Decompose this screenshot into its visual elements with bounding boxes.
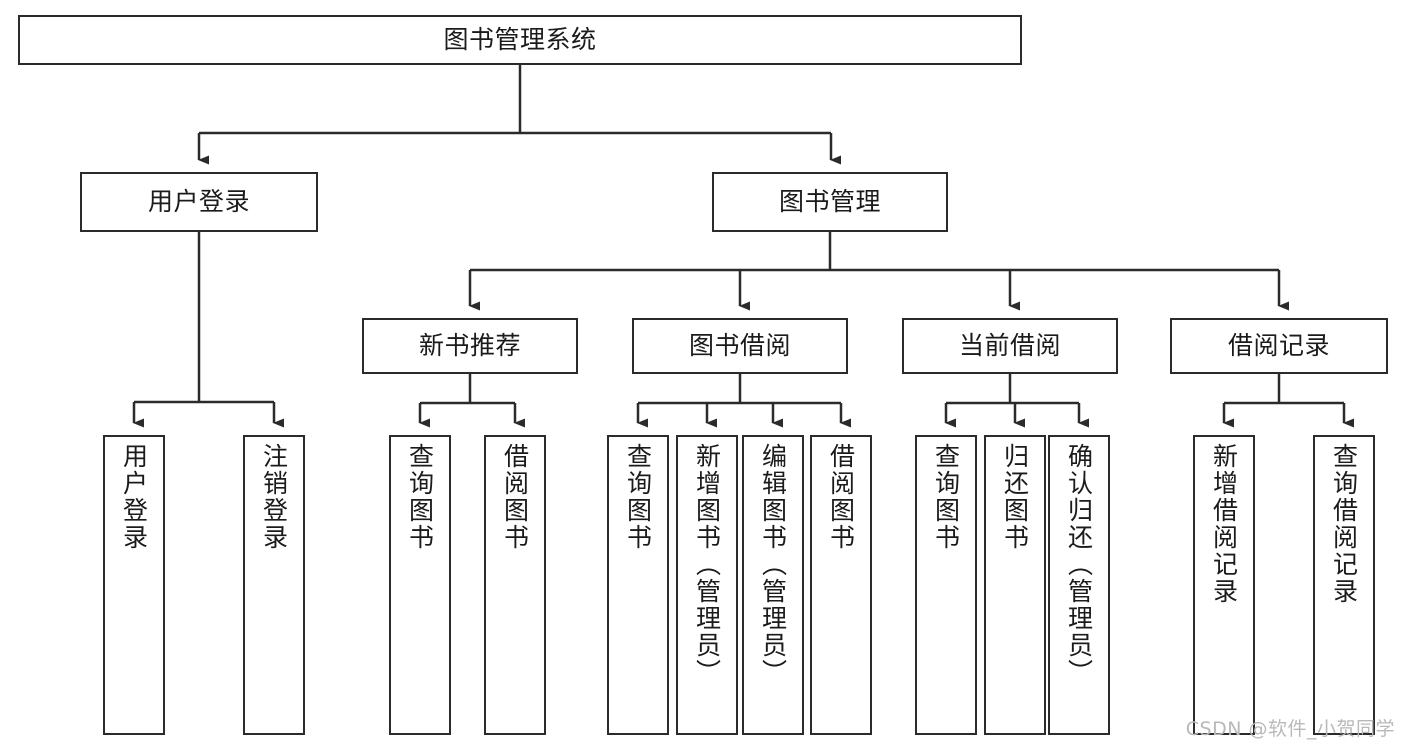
node-book-borrow[interactable]: 图书借阅 [632, 318, 848, 374]
node-leaf-user-login[interactable]: 用户登录 [103, 435, 165, 735]
node-label: 新书推荐 [418, 331, 521, 360]
node-leaf-query-books-current[interactable]: 查询图书 [915, 435, 977, 735]
node-new-book-recommend[interactable]: 新书推荐 [362, 318, 578, 374]
node-label: 借阅记录 [1227, 331, 1330, 360]
node-label: 查询图书 [405, 443, 435, 551]
node-leaf-query-borrow-record[interactable]: 查询借阅记录 [1313, 435, 1375, 735]
node-label: 查询借阅记录 [1329, 443, 1359, 605]
node-label: 归还图书 [1000, 443, 1030, 551]
node-leaf-return-books[interactable]: 归还图书 [984, 435, 1046, 735]
node-label: 编辑图书（管理员） [758, 443, 788, 686]
node-leaf-confirm-return-admin[interactable]: 确认归还（管理员） [1048, 435, 1110, 735]
node-label: 借阅图书 [826, 443, 856, 551]
node-root-system[interactable]: 图书管理系统 [18, 15, 1022, 65]
node-leaf-query-books-recommend[interactable]: 查询图书 [389, 435, 451, 735]
node-book-management[interactable]: 图书管理 [712, 172, 948, 232]
csdn-watermark: CSDN @软件_小贺同学 [1185, 718, 1395, 740]
node-user-login[interactable]: 用户登录 [80, 172, 318, 232]
node-leaf-add-borrow-record[interactable]: 新增借阅记录 [1193, 435, 1255, 735]
node-leaf-edit-book-admin[interactable]: 编辑图书（管理员） [742, 435, 804, 735]
node-leaf-user-logout[interactable]: 注销登录 [243, 435, 305, 735]
node-label: 新增借阅记录 [1209, 443, 1239, 605]
node-label: 图书管理 [778, 187, 881, 216]
node-borrow-records[interactable]: 借阅记录 [1170, 318, 1388, 374]
node-current-borrow[interactable]: 当前借阅 [902, 318, 1118, 374]
node-leaf-query-books-borrow[interactable]: 查询图书 [607, 435, 669, 735]
node-label: 查询图书 [623, 443, 653, 551]
node-label: 当前借阅 [958, 331, 1061, 360]
node-label: 借阅图书 [500, 443, 530, 551]
node-label: 查询图书 [931, 443, 961, 551]
node-label: 新增图书（管理员） [692, 443, 722, 686]
node-label: 图书管理系统 [443, 25, 597, 54]
node-leaf-borrow-books-recommend[interactable]: 借阅图书 [484, 435, 546, 735]
node-label: 用户登录 [147, 187, 250, 216]
node-leaf-borrow-books[interactable]: 借阅图书 [810, 435, 872, 735]
node-label: 图书借阅 [688, 331, 791, 360]
node-leaf-add-book-admin[interactable]: 新增图书（管理员） [676, 435, 738, 735]
node-label: 注销登录 [259, 443, 289, 551]
node-label: 确认归还（管理员） [1064, 443, 1094, 686]
node-label: 用户登录 [119, 443, 149, 551]
